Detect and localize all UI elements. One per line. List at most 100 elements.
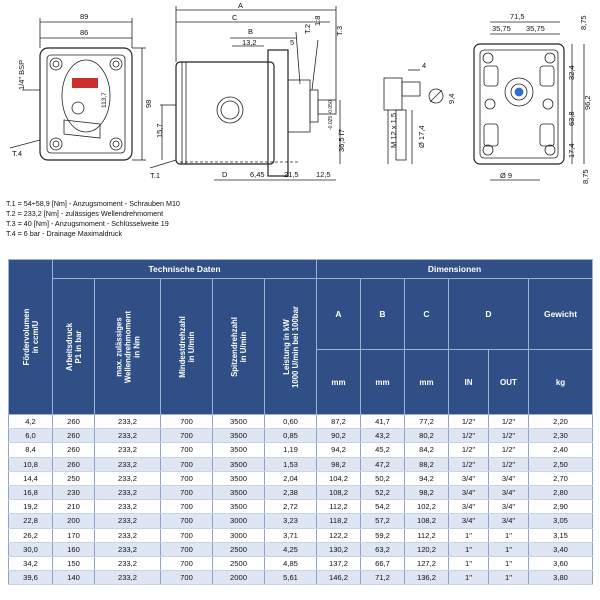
dim-12-5: 12,5 bbox=[316, 170, 331, 179]
unit-in: IN bbox=[448, 349, 489, 415]
cell-torque: 233,2 bbox=[94, 499, 161, 515]
cell-a: 104,2 bbox=[316, 471, 361, 486]
col-d-header: D bbox=[448, 278, 529, 350]
cell-volume: 39,6 bbox=[8, 570, 53, 586]
side-view bbox=[149, 6, 341, 181]
dim-17-4: Ø 17,4 bbox=[417, 125, 426, 148]
cell-c: 77,2 bbox=[404, 414, 449, 430]
cell-a: 122,2 bbox=[316, 528, 361, 543]
col-c-header: C bbox=[404, 278, 449, 350]
cell-in: 1/2" bbox=[448, 457, 489, 472]
dim-C: C bbox=[232, 13, 238, 22]
cell-b: 47,2 bbox=[360, 457, 405, 472]
cell-pressure: 230 bbox=[52, 485, 95, 501]
cell-c: 136,2 bbox=[404, 570, 449, 586]
cell-c: 94,2 bbox=[404, 471, 449, 486]
cell-max-rpm: 2000 bbox=[212, 570, 265, 586]
col-max-rpm-header: Spitzendrehzahl in U/min bbox=[212, 278, 265, 415]
note-t4: T.4 = 6 bar - Drainage Maximaldruck bbox=[6, 229, 123, 238]
cell-a: 137,2 bbox=[316, 556, 361, 572]
cell-weight: 2,90 bbox=[528, 499, 593, 515]
cell-max-rpm: 2500 bbox=[212, 556, 265, 572]
port-label: 1/4" BSP bbox=[17, 60, 26, 90]
cell-torque: 233,2 bbox=[94, 485, 161, 501]
cell-power: 3,23 bbox=[264, 513, 317, 529]
t3-label: T.3 bbox=[335, 26, 344, 36]
note-t1: T.1 = 54÷58,9 [Nm] - Anzugsmoment - Schr… bbox=[6, 199, 180, 208]
cell-min-rpm: 700 bbox=[160, 556, 213, 572]
group-tech-header: Technische Daten bbox=[52, 259, 317, 279]
cell-power: 4,25 bbox=[264, 542, 317, 557]
cell-out: 1/2" bbox=[488, 457, 529, 472]
cell-out: 1/2" bbox=[488, 442, 529, 458]
cell-c: 98,2 bbox=[404, 485, 449, 501]
cell-b: 59,2 bbox=[360, 528, 405, 543]
dim-B: B bbox=[248, 27, 253, 36]
cell-out: 3/4" bbox=[488, 485, 529, 501]
dim-m12: M 12 x 1,5 bbox=[389, 113, 398, 148]
t4-label: T.4 bbox=[12, 149, 22, 158]
cell-in: 1" bbox=[448, 528, 489, 543]
cell-c: 127,2 bbox=[404, 556, 449, 572]
cell-pressure: 260 bbox=[52, 428, 95, 444]
dim-98: 98 bbox=[144, 100, 153, 108]
dim-89: 89 bbox=[80, 12, 88, 21]
cell-torque: 233,2 bbox=[94, 471, 161, 486]
cell-b: 54,2 bbox=[360, 499, 405, 515]
ratio-label: 1:8 bbox=[313, 16, 322, 26]
dim-21-5: 21,5 bbox=[284, 170, 299, 179]
cell-volume: 30,0 bbox=[8, 542, 53, 557]
cell-pressure: 260 bbox=[52, 414, 95, 430]
cell-pressure: 250 bbox=[52, 471, 95, 486]
note-t3: T.3 = 40 [Nm] - Anzugsmoment - Schlüssel… bbox=[6, 219, 169, 228]
dim-63-8: 63,8 bbox=[567, 111, 576, 126]
cell-min-rpm: 700 bbox=[160, 471, 213, 486]
dim-36-5: 36,5 f7 bbox=[337, 129, 346, 152]
cell-c: 108,2 bbox=[404, 513, 449, 529]
dim-32-4: 32,4 bbox=[567, 65, 576, 80]
unit-mm-c: mm bbox=[404, 349, 449, 415]
cell-a: 108,2 bbox=[316, 485, 361, 501]
unit-kg: kg bbox=[528, 349, 593, 415]
cell-min-rpm: 700 bbox=[160, 499, 213, 515]
cell-in: 3/4" bbox=[448, 499, 489, 515]
cell-a: 90,2 bbox=[316, 428, 361, 444]
cell-out: 1" bbox=[488, 570, 529, 586]
cell-min-rpm: 700 bbox=[160, 528, 213, 543]
cell-power: 0,60 bbox=[264, 414, 317, 430]
cell-weight: 2,20 bbox=[528, 414, 593, 430]
col-torque-header: max. zulässiges Wellendrehmoment in Nm bbox=[94, 278, 161, 415]
cell-a: 87,2 bbox=[316, 414, 361, 430]
cell-power: 2,72 bbox=[264, 499, 317, 515]
cell-weight: 2,50 bbox=[528, 457, 593, 472]
front-view bbox=[9, 18, 146, 161]
cell-b: 43,2 bbox=[360, 428, 405, 444]
cell-volume: 4,2 bbox=[8, 414, 53, 430]
col-power-header: Leistung in kW 1000 U/min bei 100bar bbox=[264, 278, 317, 415]
cell-a: 130,2 bbox=[316, 542, 361, 557]
dim-4: 4 bbox=[422, 61, 426, 70]
cell-pressure: 260 bbox=[52, 442, 95, 458]
col-volume-header: Fördervolumen in ccm/U bbox=[8, 259, 53, 415]
col-min-rpm-header: Mindestdrehzahl in U/min bbox=[160, 278, 213, 415]
cell-in: 1" bbox=[448, 556, 489, 572]
cell-in: 1" bbox=[448, 570, 489, 586]
cell-volume: 16,8 bbox=[8, 485, 53, 501]
unit-mm-b: mm bbox=[360, 349, 405, 415]
dim-5: 5 bbox=[290, 38, 294, 47]
cell-min-rpm: 700 bbox=[160, 485, 213, 501]
front-badge: 113,7 bbox=[101, 92, 108, 108]
cell-b: 66,7 bbox=[360, 556, 405, 572]
cell-power: 1,19 bbox=[264, 442, 317, 458]
col-a-header: A bbox=[316, 278, 361, 350]
cell-in: 1/2" bbox=[448, 442, 489, 458]
cell-out: 1" bbox=[488, 556, 529, 572]
cell-power: 3,71 bbox=[264, 528, 317, 543]
